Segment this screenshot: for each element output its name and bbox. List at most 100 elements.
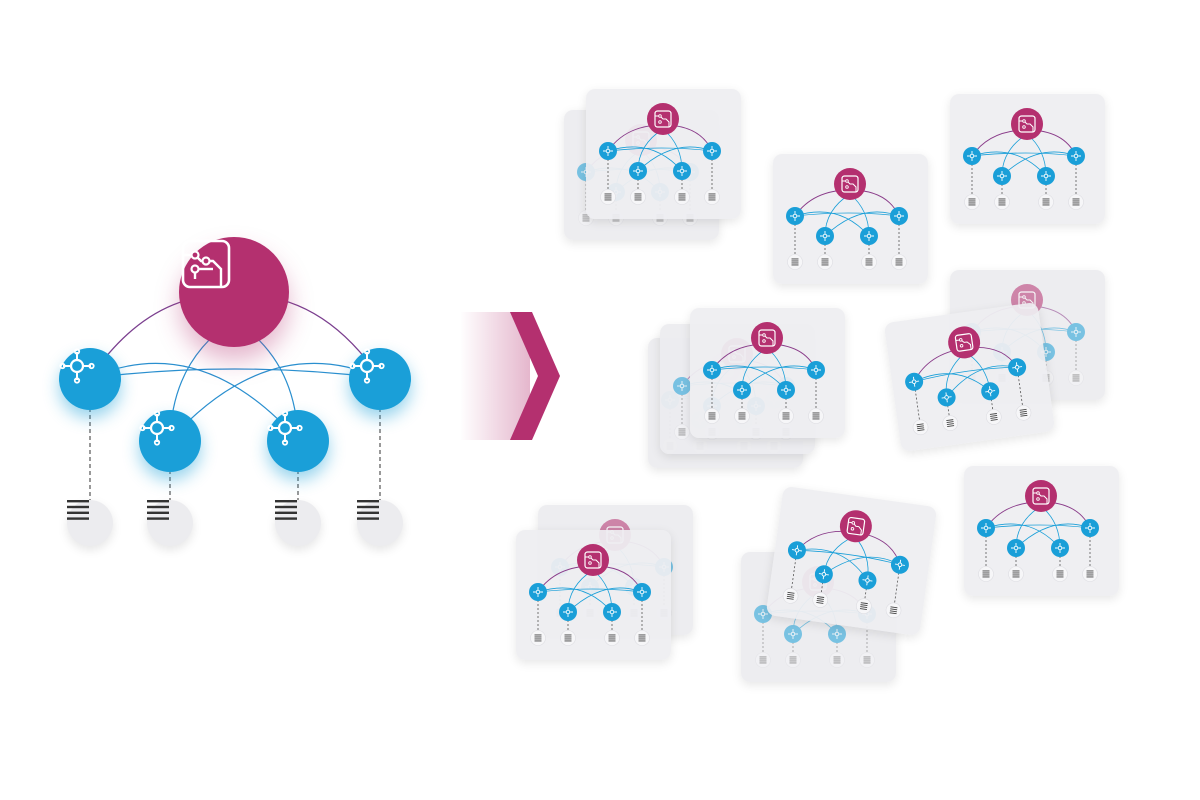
mini-device-node-4 (1015, 405, 1032, 421)
mini-device-node-4 (1082, 566, 1098, 582)
device-node-1 (67, 500, 113, 546)
network-copy-card-7 (516, 530, 671, 660)
network-node-icon (941, 392, 952, 403)
server-stack-icon (357, 500, 379, 520)
mini-device-node-3 (604, 630, 620, 646)
server-stack-icon (916, 423, 925, 432)
server-stack-icon (634, 193, 642, 201)
network-copy-card-6 (964, 466, 1119, 596)
mini-switch-node-1 (703, 361, 721, 379)
network-node-icon (818, 569, 829, 580)
mini-switch-node-2 (629, 162, 647, 180)
device-node-4 (357, 500, 403, 546)
network-node-icon (267, 410, 303, 446)
network-node-icon (862, 575, 873, 586)
network-copy-card-5 (883, 301, 1056, 453)
switch-node-2 (139, 410, 201, 472)
mini-switch-node-1 (977, 519, 995, 537)
mini-device-node-2 (817, 254, 833, 270)
server-stack-icon (759, 656, 767, 664)
server-stack-icon (863, 656, 871, 664)
switch-node-1 (59, 348, 121, 410)
main-network-diagram (0, 0, 520, 800)
server-stack-icon (968, 198, 976, 206)
server-stack-icon (678, 193, 686, 201)
arrow-fade (460, 312, 530, 440)
network-node-icon (864, 231, 874, 241)
mini-device-node-2 (812, 592, 829, 608)
server-stack-icon (67, 500, 89, 520)
server-stack-icon (1019, 408, 1028, 417)
mini-switch-node-2 (733, 381, 751, 399)
network-node-icon (1055, 543, 1065, 553)
network-node-icon (1071, 151, 1081, 161)
device-node-2 (147, 500, 193, 546)
mini-switch-node-2 (784, 625, 802, 643)
circuit-board-icon (181, 239, 231, 289)
server-stack-icon (865, 258, 873, 266)
server-stack-icon (998, 198, 1006, 206)
server-stack-icon (708, 193, 716, 201)
server-stack-icon (738, 412, 746, 420)
server-stack-icon (564, 634, 572, 642)
network-node-icon (707, 146, 717, 156)
network-node-icon (1071, 327, 1081, 337)
mini-switch-node-4 (1067, 323, 1085, 341)
mini-switch-node-1 (529, 583, 547, 601)
server-stack-icon (638, 634, 646, 642)
network-node-icon (1012, 362, 1023, 373)
server-stack-icon (582, 214, 590, 222)
mini-device-node-2 (1008, 566, 1024, 582)
mini-switch-link-c (794, 212, 900, 217)
server-stack-icon (534, 634, 542, 642)
mini-switch-node-1 (599, 142, 617, 160)
network-node-icon (985, 386, 996, 397)
network-node-icon (1041, 171, 1051, 181)
mini-network-svg (703, 322, 825, 424)
mini-device-node-1 (674, 424, 690, 440)
mini-device-node-1 (704, 408, 720, 424)
circuit-board-icon (841, 175, 859, 193)
mini-drop-4 (893, 572, 900, 607)
mini-switch-node-2 (816, 227, 834, 245)
mini-switch-node-4 (1081, 519, 1099, 537)
server-stack-icon (821, 258, 829, 266)
server-stack-icon (786, 591, 795, 600)
mini-device-node-1 (912, 419, 929, 436)
server-stack-icon (604, 193, 612, 201)
server-stack-icon (859, 602, 868, 611)
network-node-icon (637, 587, 647, 597)
mini-device-node-1 (978, 566, 994, 582)
network-node-icon (781, 385, 791, 395)
circuit-board-icon (654, 110, 672, 128)
mini-switch-node-3 (777, 381, 795, 399)
network-copy-card-2 (773, 154, 928, 284)
network-node-icon (707, 365, 717, 375)
server-stack-icon (989, 413, 998, 421)
network-node-icon (677, 381, 687, 391)
network-node-icon (997, 171, 1007, 181)
network-node-icon (349, 348, 385, 384)
mini-switch-node-4 (703, 142, 721, 160)
mini-device-node-3 (1052, 566, 1068, 582)
mini-device-node-2 (734, 408, 750, 424)
circuit-board-icon (846, 516, 866, 536)
mini-device-node-2 (630, 189, 646, 205)
network-node-icon (1085, 523, 1095, 533)
circuit-board-icon (954, 333, 974, 352)
network-node-icon (59, 348, 95, 384)
mini-drop-4 (1017, 375, 1024, 409)
network-node-icon (894, 559, 905, 570)
server-stack-icon (782, 412, 790, 420)
mini-network-svg (782, 510, 909, 619)
server-stack-icon (889, 606, 898, 615)
network-node-icon (603, 146, 613, 156)
network-copy-card-4 (690, 308, 845, 438)
network-node-icon (894, 211, 904, 221)
network-copy-card-8 (765, 485, 938, 637)
network-node-icon (737, 385, 747, 395)
circuit-board-icon (584, 551, 602, 569)
mini-switch-node-4 (1067, 147, 1085, 165)
server-stack-icon (1072, 198, 1080, 206)
server-stack-icon (816, 596, 825, 604)
